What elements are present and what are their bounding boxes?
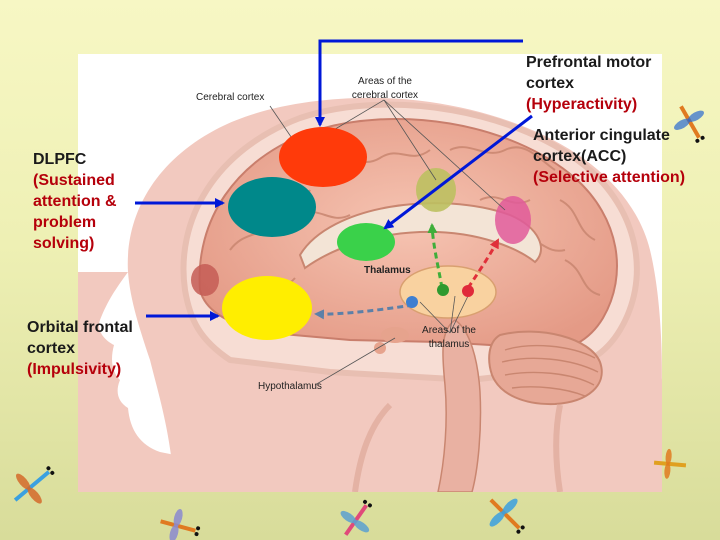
cortex-area-pink [495,196,531,244]
prefrontal-motor-name: Prefrontal motor cortex [526,54,652,92]
areas-thalamus-label-line1: Areas of the [422,325,476,336]
neck-back [553,404,563,492]
dlpfc-label: DLPFC (Sustained attention & problem sol… [33,128,143,275]
acc-marker [337,223,395,261]
dlpfc-marker [228,177,316,237]
acc-name: Anterior cingulate cortex(ACC) [533,127,670,165]
dragonfly-icon [13,466,55,504]
prefrontal-motor-arrow [315,39,523,127]
cerebellum-folds [501,344,599,397]
orbital-frontal-name: Orbital frontal cortex [27,319,133,357]
face-profile [78,272,200,492]
areas-cortex-label-line1: Areas of the [358,76,412,87]
dragonfly-icon [674,105,705,143]
prefrontal-motor-marker [279,127,367,187]
thalamus-to-ofc-path [314,303,414,320]
pituitary [374,342,386,354]
thalamus-label: Thalamus [364,265,411,276]
dragonfly-icon [489,498,525,534]
hypothalamus [381,327,409,343]
orbital-frontal-label: Orbital frontal cortex (Impulsivity) [27,296,157,401]
sinus [191,264,219,296]
hypothalamus-label: Hypothalamus [258,381,322,392]
acc-function: (Selective attention) [533,169,686,186]
acc-label: Anterior cingulate cortex(ACC) (Selectiv… [533,104,718,209]
thalamus-node-blue [406,296,418,308]
prefrontal-motor-function: (Hyperactivity) [526,96,638,113]
acc-arrow [383,114,533,230]
areas-cortex-label-line2: cerebral cortex [352,90,418,101]
dlpfc-name: DLPFC [33,151,87,168]
thalamus-node-red [462,285,474,297]
neck-line [352,402,393,492]
dragonfly-icon [160,509,201,540]
orbital-frontal-marker [222,276,312,340]
thalamus-to-cortex-path [466,238,500,289]
areas-thalamus-label-line2: thalamus [429,339,470,350]
dlpfc-function: (Sustained attention & problem solving) [33,172,117,252]
brainstem [437,319,482,492]
dragonfly-icon [653,448,687,479]
thalamus-node-green [437,284,449,296]
cerebral-cortex-label: Cerebral cortex [196,92,264,103]
orbital-frontal-function: (Impulsivity) [27,361,122,378]
prefrontal-motor-label: Prefrontal motor cortex (Hyperactivity) [526,31,696,136]
leader-lines [269,99,506,386]
dragonfly-icon [340,499,372,536]
thalamus-to-acc-path [427,223,444,289]
